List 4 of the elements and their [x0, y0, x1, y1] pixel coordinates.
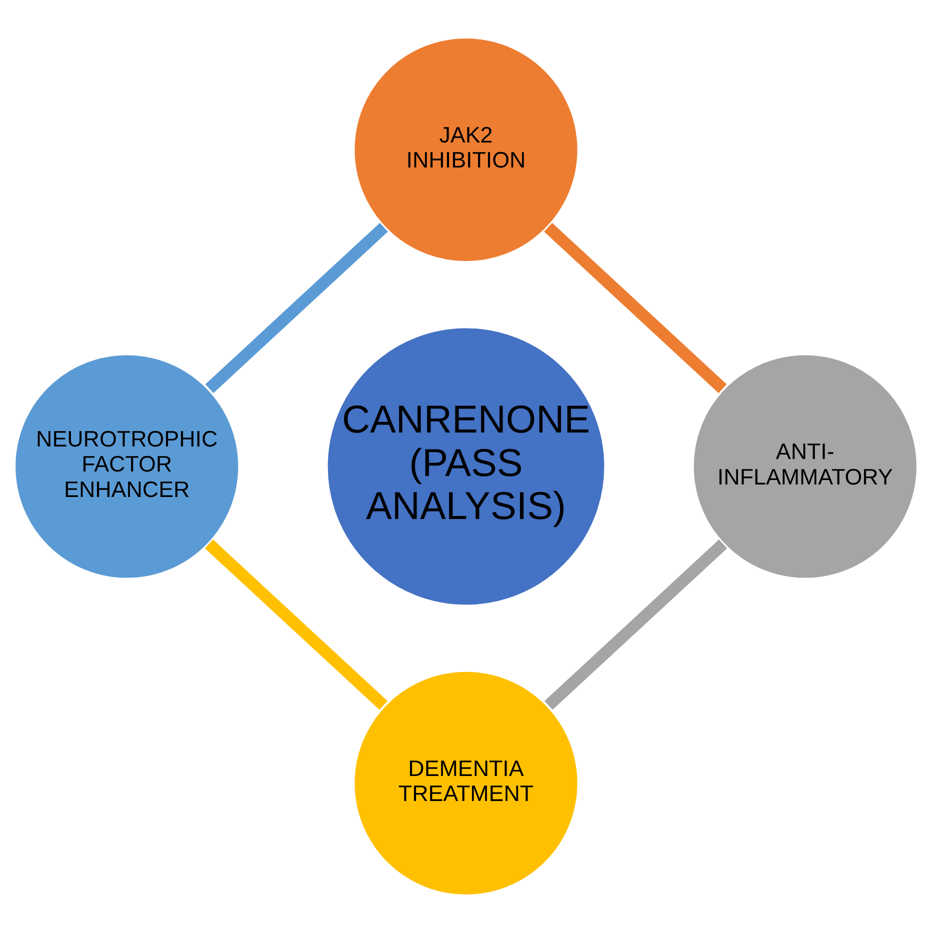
connector	[544, 539, 728, 710]
connector	[205, 222, 388, 393]
connector	[204, 539, 388, 710]
connector	[544, 222, 727, 393]
